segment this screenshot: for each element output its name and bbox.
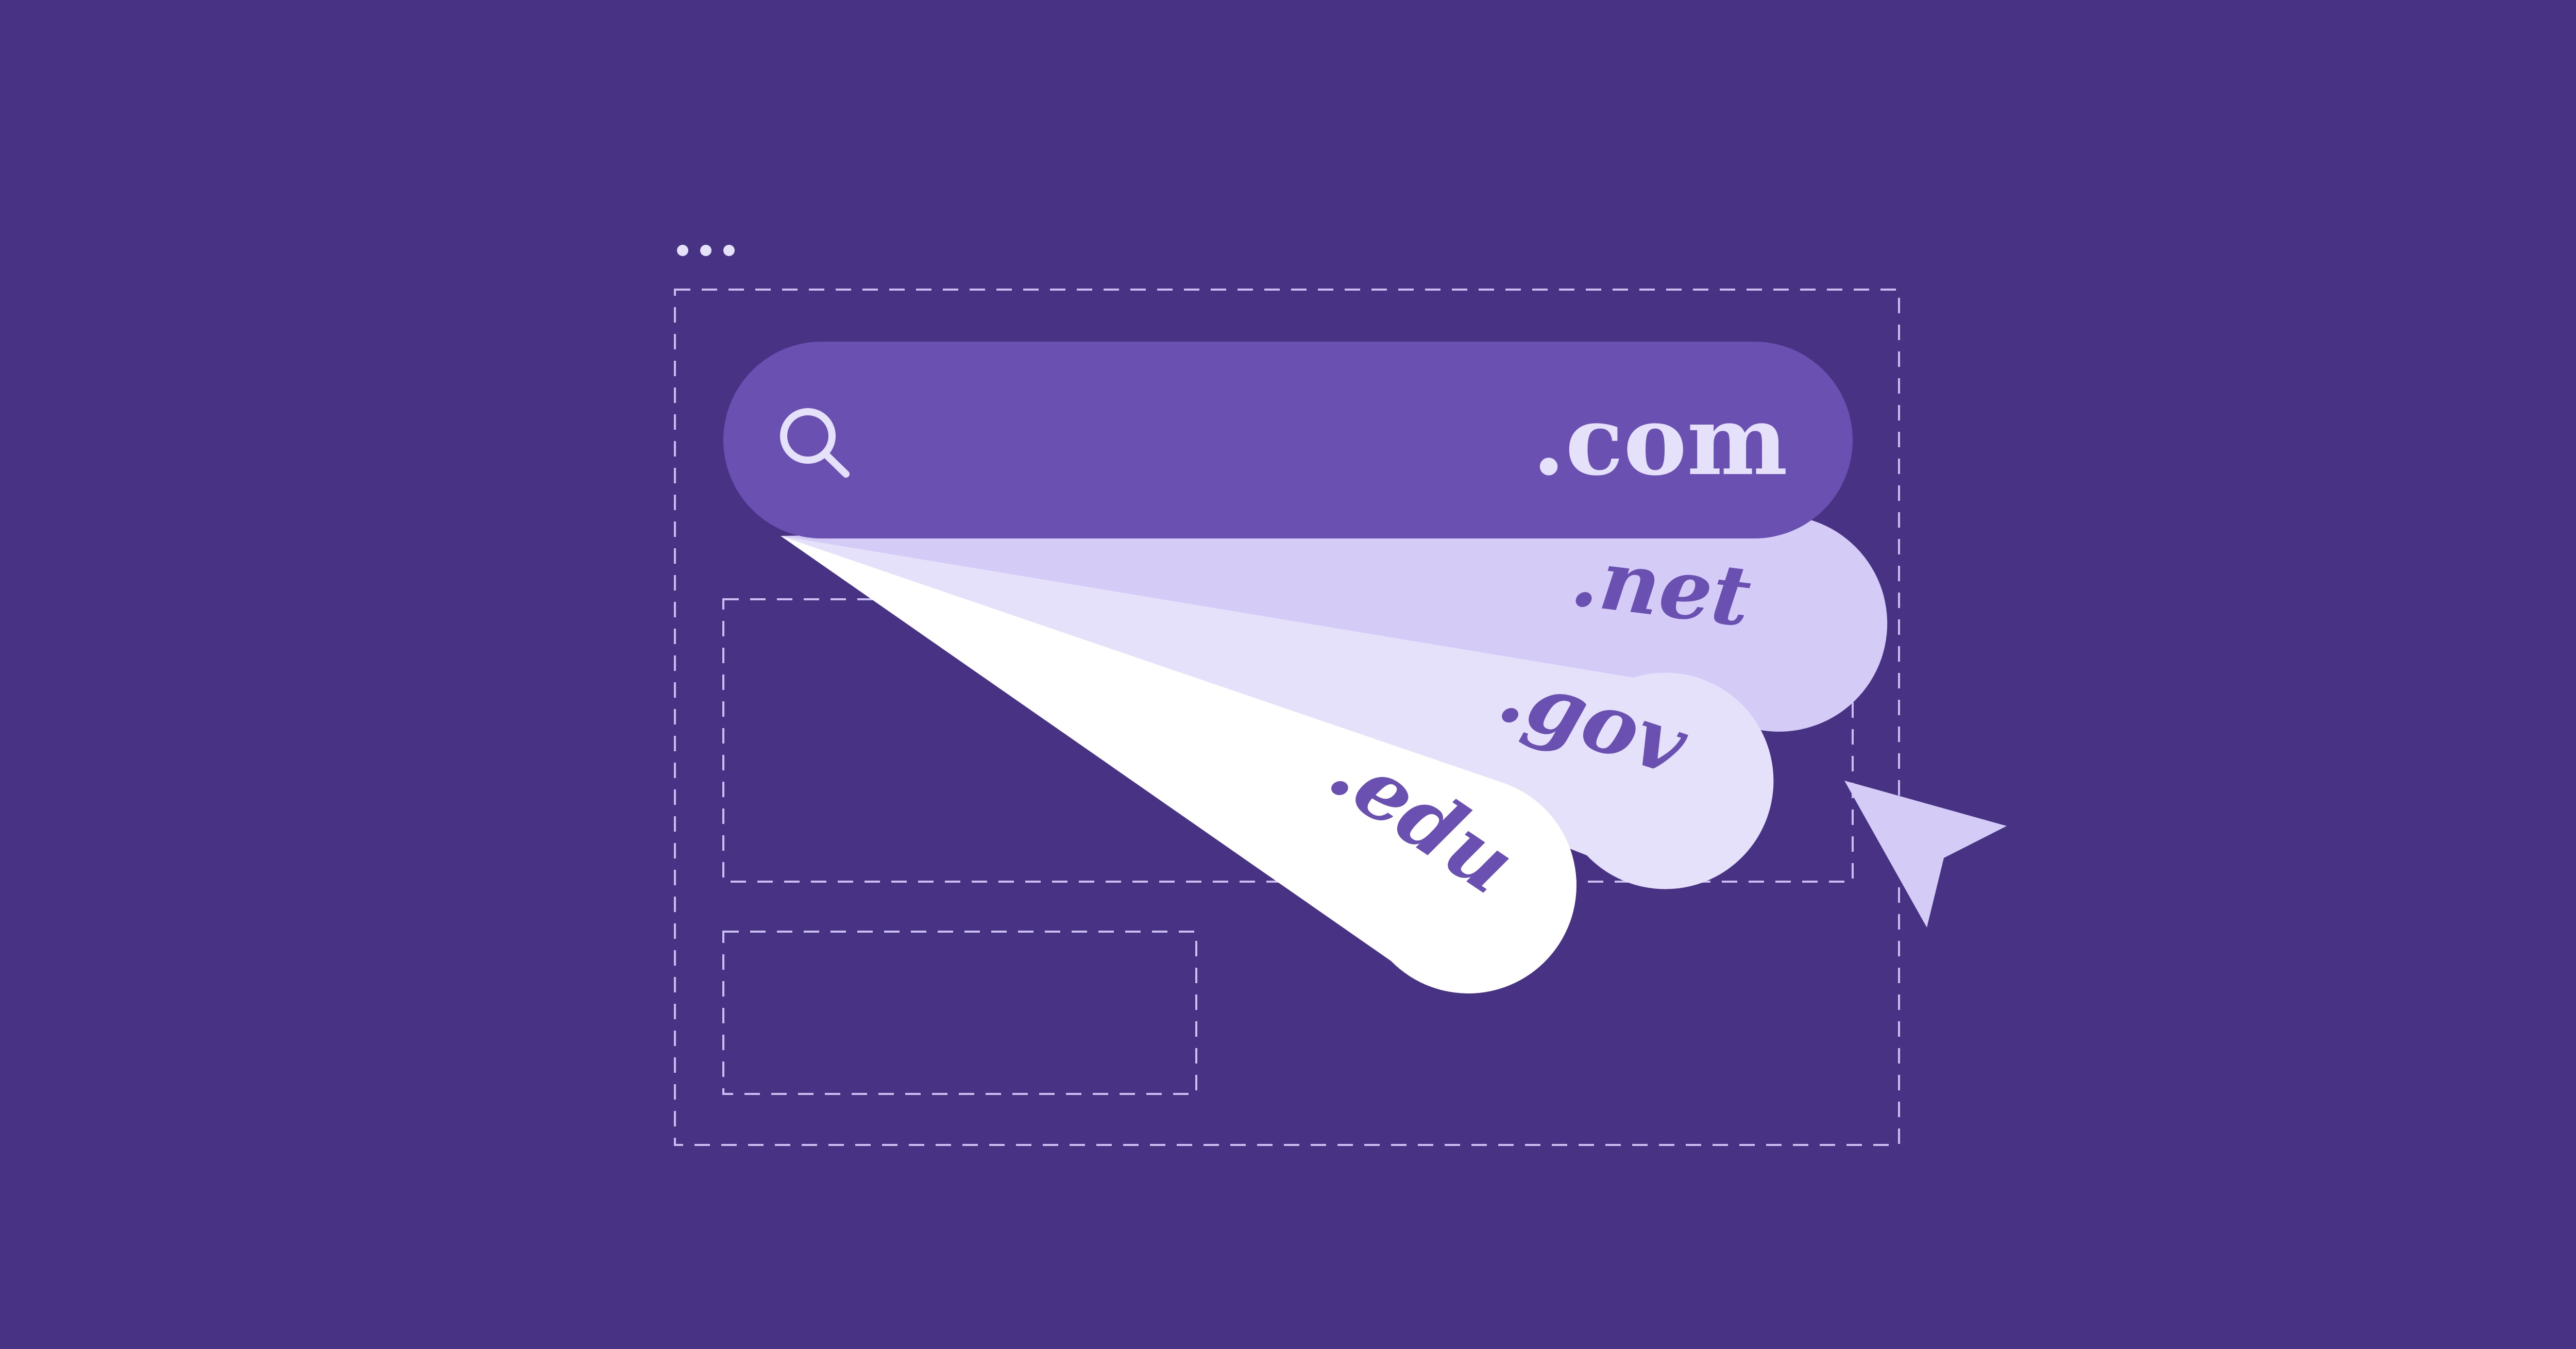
pointer-arrow-icon xyxy=(1844,781,2007,928)
search-bar[interactable] xyxy=(723,342,1853,538)
tld-net-label: .net xyxy=(1566,528,1756,646)
search-icon[interactable] xyxy=(780,408,850,478)
tld-card-edu[interactable] xyxy=(781,536,1577,993)
ellipsis-icon[interactable] xyxy=(677,245,735,256)
small-block-outline xyxy=(722,931,1197,1095)
browser-window-outline xyxy=(674,289,1900,1146)
tld-com-label: .com xyxy=(1532,384,1788,497)
